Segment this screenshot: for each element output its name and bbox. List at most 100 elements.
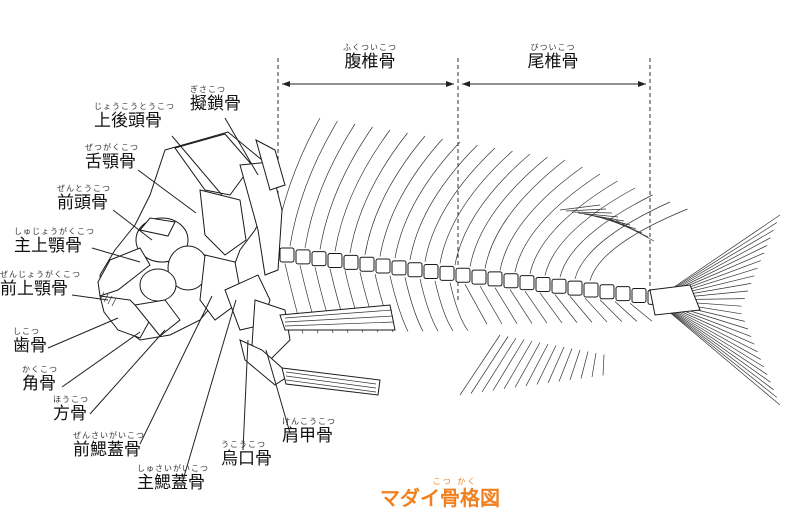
caudal-fin [650, 215, 780, 405]
label-opercle: しゅさいがいこつ 主鰓蓋骨 [137, 465, 209, 492]
ruby-text: しこつ [13, 328, 47, 336]
label-coracoid: うこうこつ 烏口骨 [221, 441, 272, 468]
ruby-text: ぎさこつ [190, 86, 241, 94]
rib [435, 281, 453, 331]
haemal-spine [510, 289, 532, 323]
label-frontal: ぜんとうこつ 前頭骨 [57, 185, 111, 212]
hypural-plate [650, 285, 700, 315]
vertebra [568, 281, 582, 295]
vertebra [280, 248, 294, 262]
diagram-title: こつ かく マダイ骨格図 [380, 478, 500, 508]
dorsal-spine [545, 188, 635, 275]
label-text: 上後頭骨 [94, 113, 175, 130]
ruby-text: びついこつ [528, 44, 579, 52]
vertebra [504, 274, 518, 288]
vertebra [456, 268, 470, 282]
dorsal-spine [380, 139, 443, 257]
anal-ray [570, 350, 580, 380]
dorsal-spine [350, 133, 408, 253]
anal-ray [460, 335, 500, 395]
anal-ray [581, 352, 588, 379]
ruby-text: しゅさいがいこつ [137, 465, 209, 473]
label-dentary: しこつ 歯骨 [13, 328, 47, 355]
label-maxilla: しゅじょうがくこつ 主上顎骨 [14, 228, 95, 255]
rib [405, 277, 423, 331]
vertebra [376, 259, 390, 273]
vertebra [312, 252, 326, 266]
label-angular: かくこつ 角骨 [22, 366, 58, 393]
dorsal-spine [440, 151, 513, 263]
dorsal-spine [410, 145, 478, 260]
anal-ray [471, 337, 508, 394]
dorsal-spine [425, 148, 495, 262]
dorsal-spine [515, 174, 600, 272]
dorsal-ray [566, 209, 606, 211]
haemal-spine [495, 288, 517, 324]
dorsal-spine [500, 167, 583, 270]
haemal-spine [465, 284, 487, 324]
label-text: 主鰓蓋骨 [137, 475, 209, 492]
haemal-spine [480, 286, 502, 324]
vertebra [520, 276, 534, 290]
vertebra [488, 272, 502, 286]
anal-ray [537, 346, 556, 385]
anal-ray [548, 347, 564, 383]
label-text: 烏口骨 [221, 451, 272, 468]
ruby-text: ぜんじょうがくこつ [0, 271, 81, 279]
label-epiotic: ぎさこつ 擬鎖骨 [190, 86, 241, 113]
dorsal-spine [485, 160, 565, 269]
dorsal-spine [335, 130, 390, 251]
label-text: 尾椎骨 [528, 54, 579, 71]
label-text: 腹椎骨 [343, 54, 397, 71]
dorsal-ray [614, 219, 654, 241]
ruby-text: うこうこつ [221, 441, 272, 449]
vertebra [616, 287, 630, 301]
ruby-text: ぜつがくこつ [85, 144, 139, 152]
vertebra [584, 283, 598, 297]
ruby-text: かくこつ [22, 366, 58, 374]
label-premaxilla: ぜんじょうがくこつ 前上顎骨 [0, 271, 81, 298]
vertebra [296, 250, 310, 264]
title-text: マダイ骨格図 [380, 488, 500, 508]
label-caudal-vertebrae: びついこつ 尾椎骨 [528, 44, 579, 71]
label-text: 主上顎骨 [14, 238, 95, 255]
label-scapula: けんこうこつ 肩甲骨 [282, 418, 336, 445]
dorsal-ray [572, 212, 612, 213]
label-text: 角骨 [22, 376, 58, 393]
label-quadrate: ほうこつ 方骨 [53, 396, 89, 423]
ruby-text: けんこうこつ [282, 418, 336, 426]
dorsal-spine [530, 181, 618, 274]
ruby-text: しゅじょうがくこつ [14, 228, 95, 236]
vertebra [472, 270, 486, 284]
label-text: 肩甲骨 [282, 428, 336, 445]
ruby-text: ぜんとうこつ [57, 185, 111, 193]
label-text: 舌顎骨 [85, 154, 139, 171]
label-text: 歯骨 [13, 338, 47, 355]
dorsal-spine [560, 195, 653, 277]
anal-ray [526, 344, 548, 386]
vertebra [328, 254, 342, 268]
dorsal-spine [290, 121, 338, 246]
dorsal-spine [575, 202, 670, 279]
label-text: 擬鎖骨 [190, 96, 241, 113]
vertebra [392, 261, 406, 275]
label-text: 前上顎骨 [0, 281, 81, 298]
ruby-text: ほうこつ [53, 396, 89, 404]
dorsal-spine [590, 209, 688, 281]
dorsal-spine [305, 124, 355, 248]
label-text: 前鰓蓋骨 [73, 442, 145, 459]
ruby-text: ぜんさいがいこつ [73, 432, 145, 440]
ruby-text: じょうこうとうこつ [94, 103, 175, 111]
rib [450, 283, 468, 331]
vertebra [408, 263, 422, 277]
vertebra [632, 288, 646, 302]
dorsal-spine [320, 127, 373, 250]
pectoral-girdle [240, 300, 395, 395]
vertebra [536, 277, 550, 291]
ruby-text: ふくついこつ [343, 44, 397, 52]
anal-ray [592, 353, 596, 377]
anal-ray [493, 340, 524, 391]
vertebra [360, 257, 374, 271]
label-abdominal-vertebrae: ふくついこつ 腹椎骨 [343, 44, 397, 71]
